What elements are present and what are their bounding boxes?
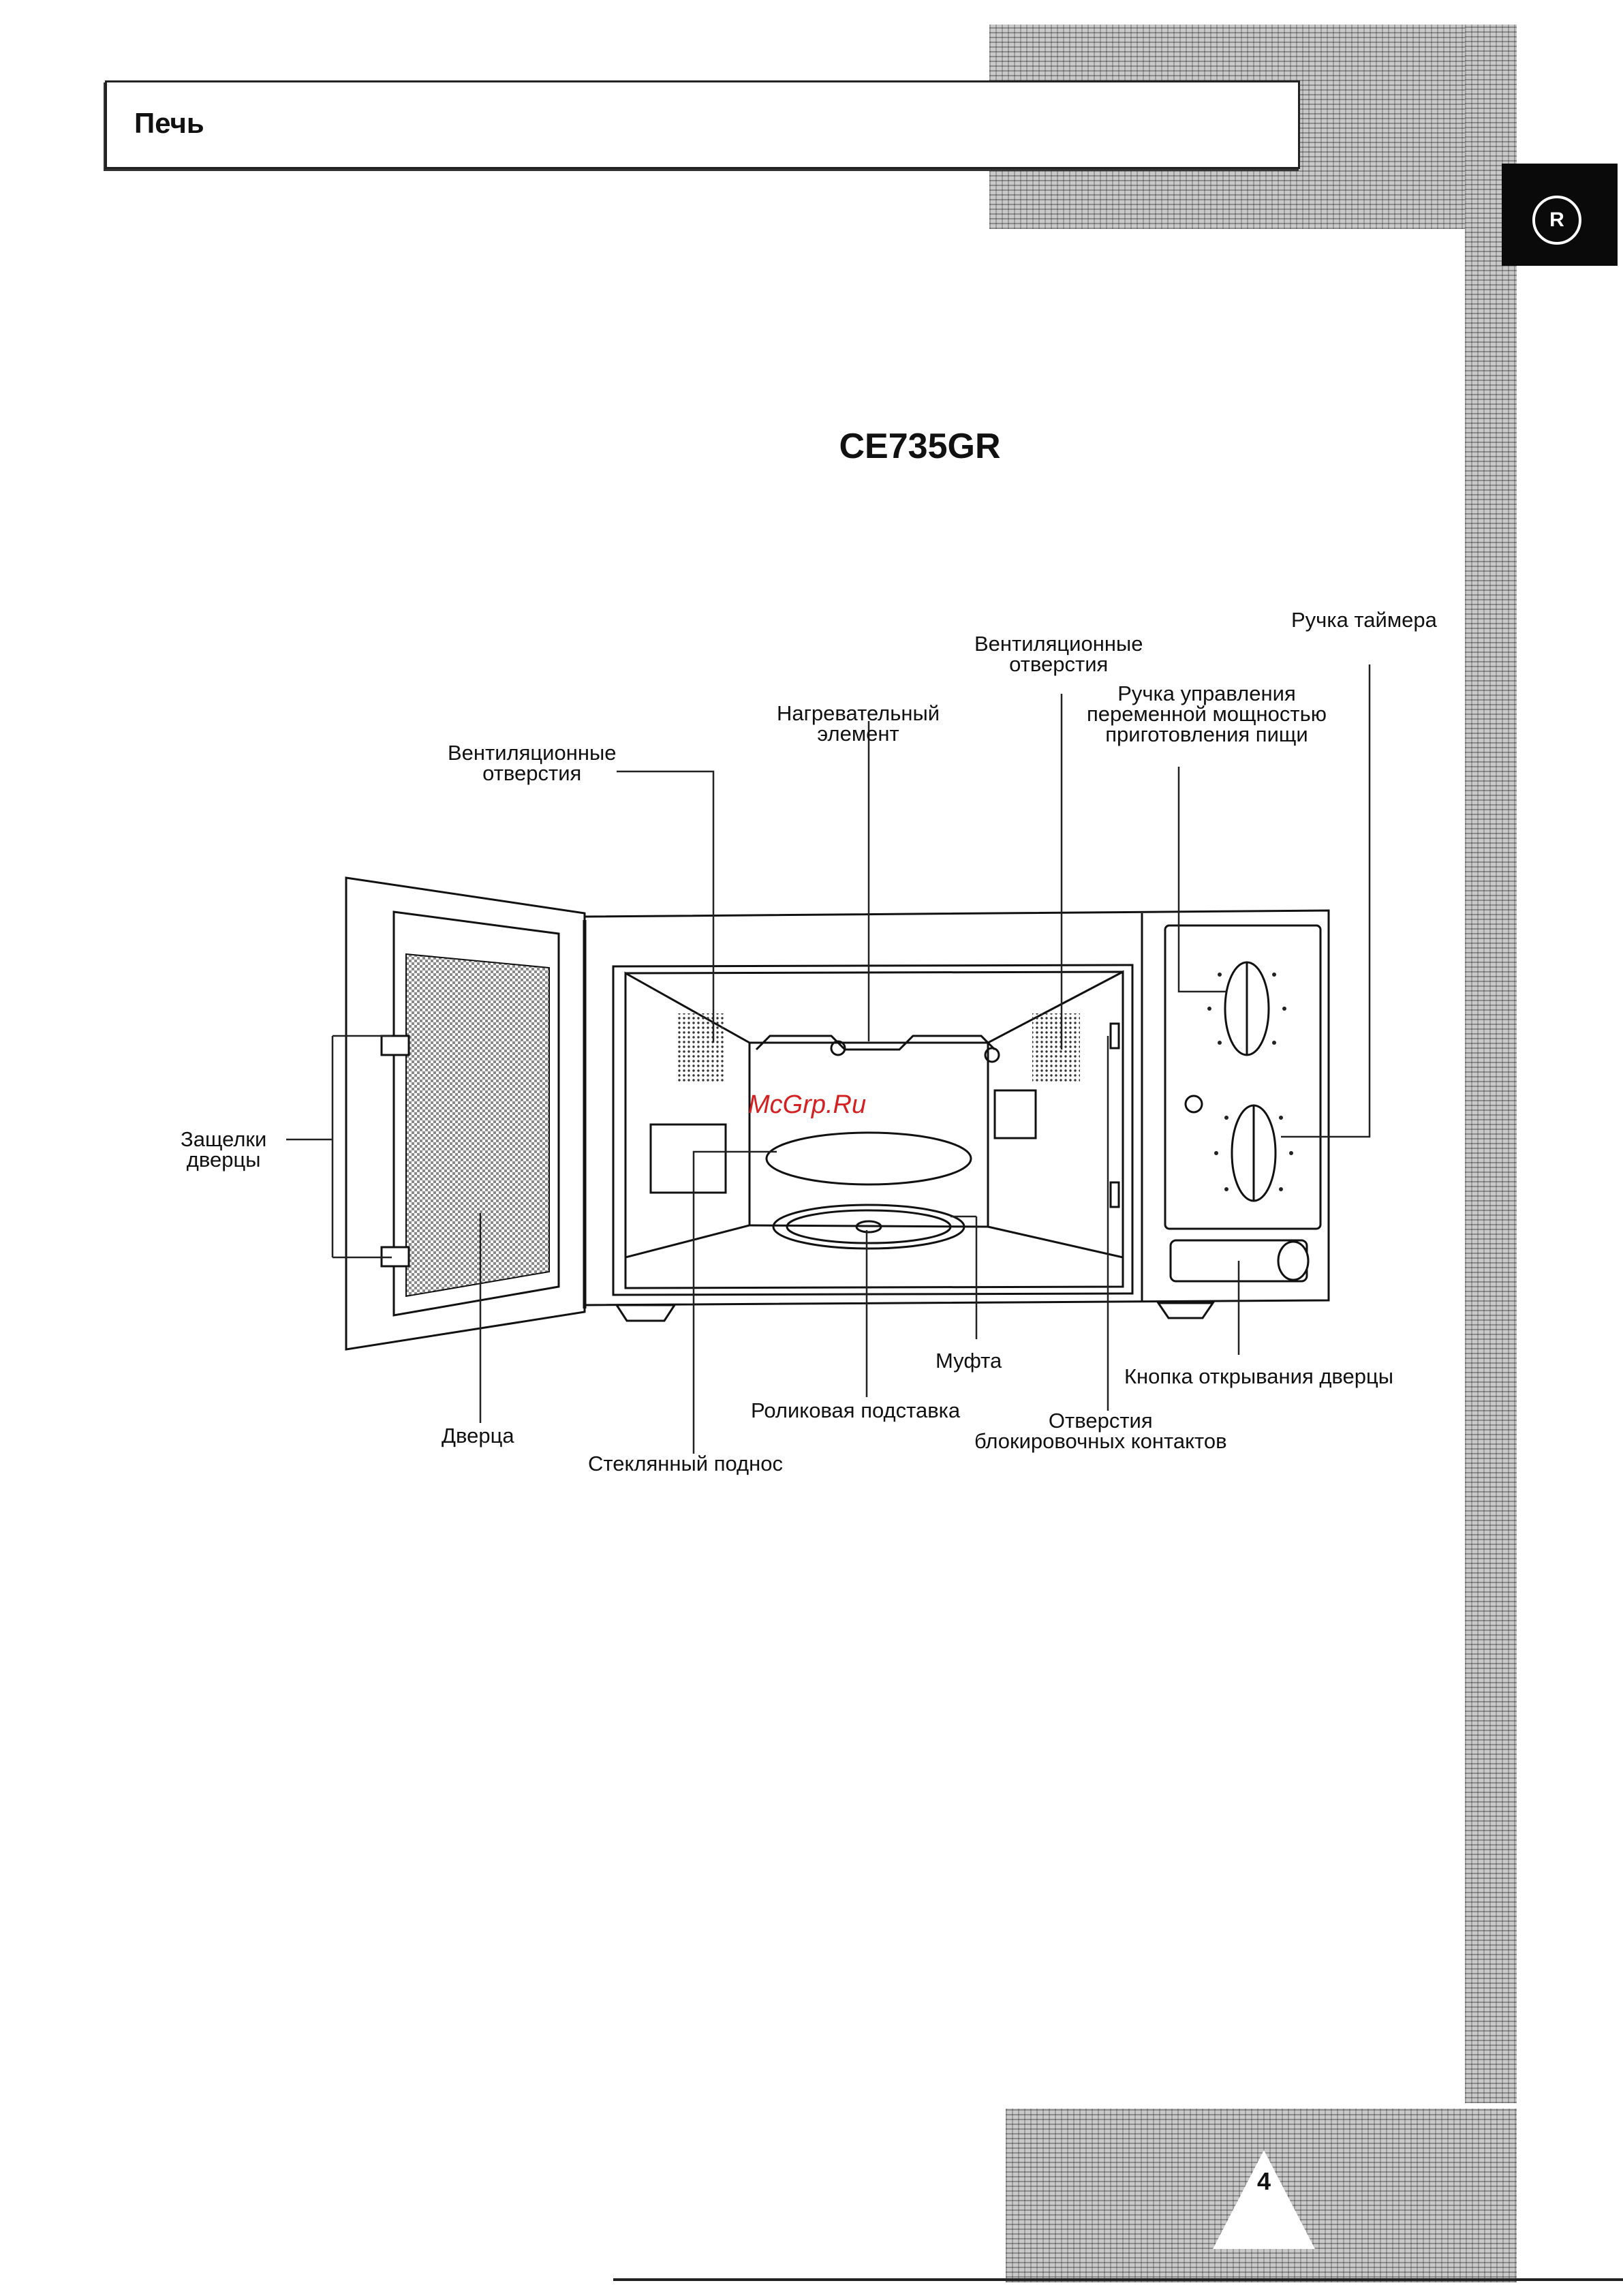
label-timer-knob: Ручка таймера — [1291, 610, 1437, 630]
door-drawing — [346, 878, 585, 1349]
page-number: 4 — [1240, 2167, 1288, 2196]
label-door: Дверца — [442, 1426, 514, 1446]
label-door-release: Кнопка открывания дверцы — [1124, 1366, 1393, 1387]
label-glass-tray: Стеклянный поднос — [588, 1454, 783, 1474]
page-number-triangle — [1213, 2150, 1315, 2249]
label-roller-ring: Роликовая подставка — [751, 1400, 960, 1421]
watermark: McGrp.Ru — [748, 1090, 866, 1120]
cabinet-drawing — [585, 910, 1329, 1321]
control-panel-drawing — [1165, 925, 1320, 1281]
label-coupler: Муфта — [936, 1351, 1002, 1371]
